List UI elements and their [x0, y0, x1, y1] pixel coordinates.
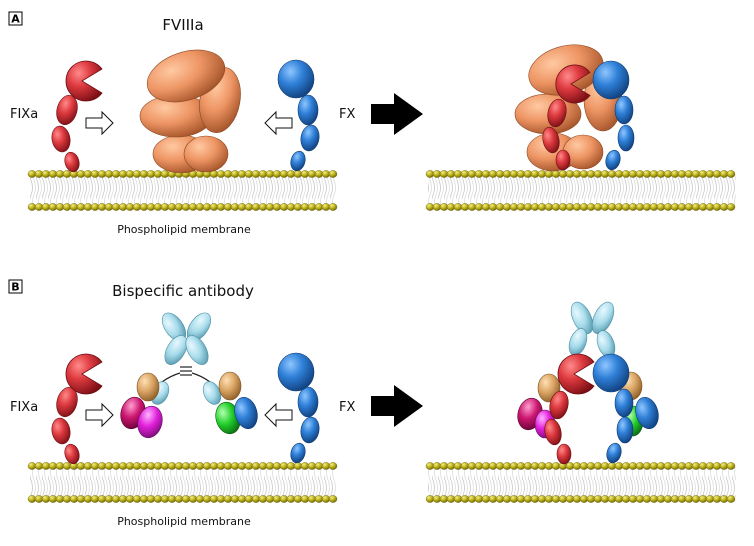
- lipid-head-row: [27, 203, 338, 211]
- panel-b: B Bispecific antibody Phospholipid membr…: [8, 279, 736, 528]
- fviiia-complex: [514, 44, 635, 172]
- solid-right-arrow-icon: [371, 93, 423, 135]
- membrane-b-right: [425, 462, 736, 503]
- hollow-arrow-icon: [264, 402, 293, 428]
- panel-a-letter-box: [8, 11, 23, 26]
- hollow-arrow-icon: [85, 402, 114, 428]
- bispecific-antibody: [120, 312, 258, 439]
- fx-label-b: FX: [339, 400, 355, 415]
- membrane-a-label: Phospholipid membrane: [117, 223, 251, 236]
- lipid-head-row: [425, 495, 736, 503]
- fx-protein-b: [277, 352, 320, 464]
- membrane-b-left: [27, 462, 338, 503]
- membrane-a-right: [425, 170, 736, 211]
- antibody-complex: [517, 301, 659, 465]
- fixa-label-b: FIXa: [10, 400, 38, 415]
- membrane-b-label: Phospholipid membrane: [117, 515, 251, 528]
- fx-protein-a: [277, 59, 320, 172]
- fviiia-protein: [139, 49, 241, 174]
- fixa-label-a: FIXa: [10, 107, 38, 122]
- panel-a: A FVIIIa Phospholipid membrane FIXa: [8, 11, 736, 236]
- fx-label-a: FX: [339, 107, 355, 122]
- panel-b-letter-box: [8, 279, 23, 294]
- hollow-arrow-icon: [264, 110, 293, 136]
- lipid-head-row: [27, 462, 338, 470]
- panel-a-letter: A: [11, 13, 20, 26]
- solid-right-arrow-icon: [371, 385, 423, 427]
- fixa-protein-b: [51, 353, 103, 465]
- panel-a-title: FVIIIa: [162, 16, 203, 34]
- lipid-head-row: [27, 170, 338, 178]
- panel-b-title: Bispecific antibody: [112, 282, 254, 300]
- membrane-a-left: [27, 170, 338, 211]
- fixa-protein-a: [51, 60, 103, 173]
- panel-b-letter: B: [11, 281, 19, 294]
- lipid-head-row: [425, 203, 736, 211]
- lipid-head-row: [27, 495, 338, 503]
- lipid-head-row: [425, 462, 736, 470]
- lipid-head-row: [425, 170, 736, 178]
- hollow-arrow-icon: [85, 110, 114, 136]
